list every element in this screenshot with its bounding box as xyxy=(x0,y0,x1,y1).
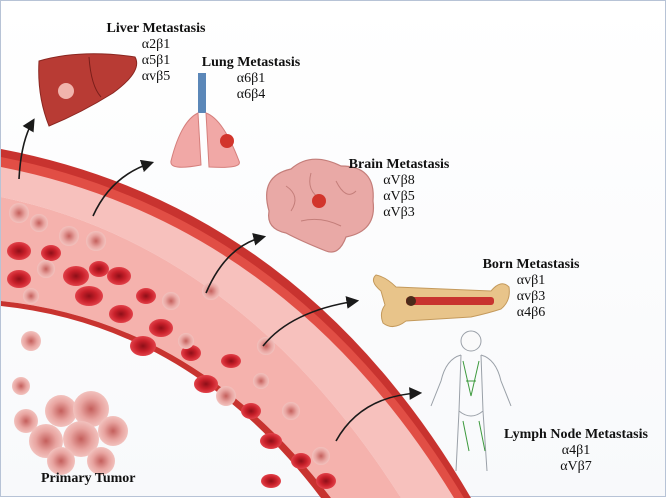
integrin-value: αvβ3 xyxy=(516,289,546,304)
site-bone: Born Metastasis αvβ1 αvβ3 α4β6 xyxy=(471,257,591,321)
metastasis-arrows xyxy=(18,118,423,442)
site-lung: Lung Metastasis α6β1 α6β4 xyxy=(196,55,306,103)
integrin-value: αVβ7 xyxy=(560,459,592,474)
lungs-icon xyxy=(170,73,240,168)
integrin-value: α4β1 xyxy=(561,443,591,458)
site-title: Liver Metastasis xyxy=(106,21,206,36)
primary-tumor-cluster xyxy=(14,391,128,475)
site-brain: Brain Metastasis αVβ8 αVβ5 αVβ3 xyxy=(339,157,459,221)
lymph-body-icon xyxy=(430,330,512,472)
primary-tumor-label: Primary Tumor xyxy=(41,471,136,486)
site-title: Brain Metastasis xyxy=(348,157,450,172)
integrin-value: αVβ3 xyxy=(383,205,415,220)
bone-icon xyxy=(372,274,510,327)
site-title: Born Metastasis xyxy=(482,257,580,272)
integrin-value: α4β6 xyxy=(516,305,546,320)
tumor-cells xyxy=(9,203,330,465)
integrin-value: α6β1 xyxy=(236,71,266,86)
integrin-value: αVβ5 xyxy=(383,189,415,204)
integrin-value: αvβ1 xyxy=(516,273,546,288)
integrin-value: α2β1 xyxy=(141,37,171,52)
integrin-value: α6β4 xyxy=(236,87,266,102)
red-blood-cells xyxy=(7,242,336,489)
brain-icon xyxy=(266,158,375,253)
liver-icon xyxy=(38,53,138,127)
site-liver: Liver Metastasis α2β1 α5β1 αvβ5 xyxy=(96,21,216,85)
site-title: Lung Metastasis xyxy=(201,55,301,70)
site-lymph: Lymph Node Metastasis α4β1 αVβ7 xyxy=(491,427,661,475)
integrin-value: αVβ8 xyxy=(383,173,415,188)
site-title: Lymph Node Metastasis xyxy=(504,427,648,442)
integrin-value: αvβ5 xyxy=(141,69,171,84)
integrin-value: α5β1 xyxy=(141,53,171,68)
